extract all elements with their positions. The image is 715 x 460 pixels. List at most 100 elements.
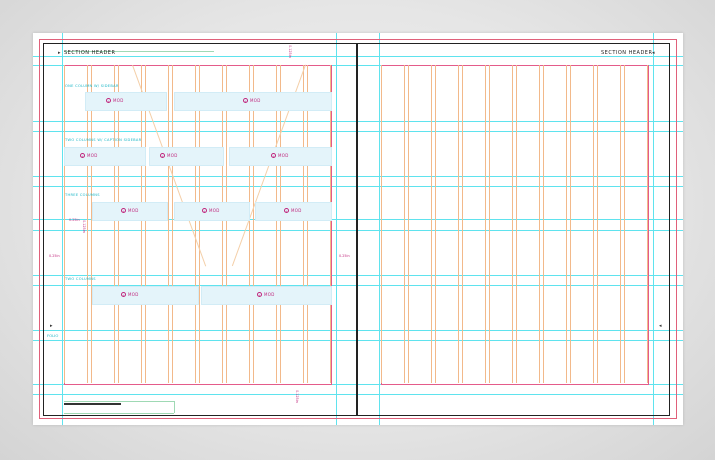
side-dimension-label: 0.25in	[69, 218, 80, 222]
column-guide	[114, 65, 115, 383]
bleed-line	[676, 39, 677, 419]
pasteboard: ▸ SECTION HEADER SECTION HEADER ◂ 0.125i…	[33, 33, 683, 425]
column-guide	[539, 65, 540, 383]
module-label-text: MOD	[209, 208, 220, 213]
guide-horizontal[interactable]	[33, 186, 683, 187]
column-guide	[624, 65, 625, 383]
column-guide	[647, 65, 648, 383]
module-box[interactable]	[149, 147, 224, 166]
module-box[interactable]	[174, 202, 250, 221]
column-guide	[404, 65, 405, 383]
module-label: +MOD	[271, 153, 289, 158]
folio-label[interactable]: FOLIO	[47, 333, 59, 338]
guide-horizontal[interactable]	[33, 230, 683, 231]
bottom-margin-dimension: 0.125in	[295, 390, 299, 403]
column-guide	[118, 65, 119, 383]
guide-vertical[interactable]	[379, 33, 380, 425]
slug-guide	[64, 401, 174, 402]
module-label: +MOD	[202, 208, 220, 213]
guide-horizontal[interactable]	[33, 285, 683, 286]
guide-horizontal[interactable]	[33, 275, 683, 276]
left-folio-marker: ▸	[50, 323, 53, 329]
column-guide	[226, 65, 227, 383]
module-label: +MOD	[80, 153, 98, 158]
guide-horizontal[interactable]	[33, 176, 683, 177]
section-title[interactable]: THREE COLUMNS	[65, 193, 100, 197]
module-label: +MOD	[160, 153, 178, 158]
right-folio-marker: ◂	[659, 323, 662, 329]
module-box[interactable]	[201, 286, 332, 305]
module-label: +MOD	[243, 98, 261, 103]
guide-horizontal[interactable]	[33, 394, 683, 395]
module-label-text: MOD	[87, 153, 98, 158]
column-guide	[408, 65, 409, 383]
column-guide	[199, 65, 200, 383]
column-guide	[303, 65, 304, 383]
module-box[interactable]	[229, 147, 332, 166]
column-guide	[620, 65, 621, 383]
column-guide	[512, 65, 513, 383]
left-margin-box	[64, 65, 332, 385]
left-page[interactable]	[43, 43, 358, 416]
column-guide	[276, 65, 277, 383]
right-page[interactable]	[356, 43, 670, 416]
column-guide	[168, 65, 169, 383]
module-box[interactable]	[64, 147, 146, 166]
guide-vertical[interactable]	[62, 33, 63, 425]
module-box[interactable]	[255, 202, 332, 221]
section-title[interactable]: ONE COLUMN W/ SIDEBAR	[65, 84, 119, 88]
guide-horizontal[interactable]	[33, 131, 683, 132]
column-guide	[141, 65, 142, 383]
column-guide	[485, 65, 486, 383]
module-label-text: MOD	[278, 153, 289, 158]
column-guide	[307, 65, 308, 383]
bleed-line	[39, 39, 40, 419]
section-title[interactable]: TWO COLUMNS W/ CAPTION SIDEBAR	[65, 138, 142, 142]
left-header-marker: ▸	[58, 50, 61, 56]
column-guide	[222, 65, 223, 383]
column-guide	[280, 65, 281, 383]
module-label-text: MOD	[128, 292, 139, 297]
module-box[interactable]	[174, 92, 332, 111]
column-guide	[195, 65, 196, 383]
module-box[interactable]	[92, 202, 168, 221]
left-section-header[interactable]: SECTION HEADER	[64, 50, 116, 56]
module-label: +MOD	[106, 98, 124, 103]
column-guide	[489, 65, 490, 383]
column-guide	[435, 65, 436, 383]
column-guide	[330, 65, 331, 383]
module-icon: +	[160, 153, 165, 158]
section-title[interactable]: TWO COLUMNS	[65, 277, 96, 281]
column-guide	[87, 65, 88, 383]
column-guide	[570, 65, 571, 383]
module-box[interactable]	[85, 92, 167, 111]
guide-horizontal[interactable]	[33, 121, 683, 122]
column-guide	[597, 65, 598, 383]
guide-horizontal[interactable]	[33, 219, 683, 220]
module-label: +MOD	[121, 292, 139, 297]
guide-horizontal[interactable]	[33, 65, 683, 66]
module-icon: +	[121, 292, 126, 297]
bleed-line	[39, 418, 677, 419]
right-section-header[interactable]: SECTION HEADER	[601, 50, 653, 56]
column-guide	[458, 65, 459, 383]
column-guide	[91, 65, 92, 383]
right-margin-box	[381, 65, 649, 385]
slug-guide	[174, 401, 175, 413]
module-box[interactable]	[92, 286, 199, 305]
guide-horizontal[interactable]	[33, 384, 683, 385]
right-header-marker: ◂	[652, 50, 655, 56]
footer-rule	[64, 403, 121, 405]
column-guide	[593, 65, 594, 383]
guide-horizontal[interactable]	[33, 56, 683, 57]
guide-vertical[interactable]	[336, 33, 337, 425]
guide-horizontal[interactable]	[33, 340, 683, 341]
module-icon: +	[121, 208, 126, 213]
guide-vertical[interactable]	[653, 33, 654, 425]
top-margin-dimension: 0.125in	[288, 45, 292, 58]
column-guide	[64, 65, 65, 383]
guide-horizontal[interactable]	[33, 330, 683, 331]
module-label: +MOD	[121, 208, 139, 213]
right-margin-dimension: 0.25in	[339, 254, 350, 258]
module-icon: +	[257, 292, 262, 297]
